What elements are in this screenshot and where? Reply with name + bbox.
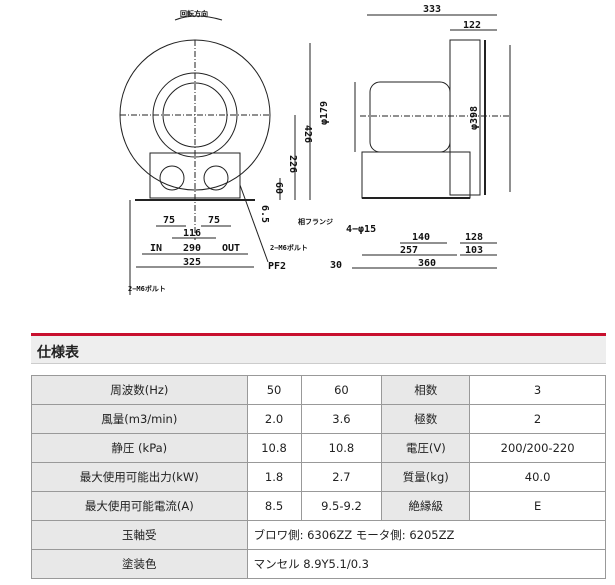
- out-label: OUT: [222, 243, 240, 254]
- dim-phi179: φ179: [319, 101, 330, 125]
- spec-cell-label2: 質量(kg): [381, 462, 471, 492]
- spec-cell-label: 最大使用可能電流(A): [31, 491, 248, 521]
- spec-cell-v60: 9.5-9.2: [300, 491, 383, 521]
- section-title: 仕様表: [37, 345, 79, 361]
- spec-cell-value2: 200/200-220: [469, 433, 606, 463]
- spec-cell-label2: 相数: [381, 375, 471, 405]
- in-label: IN: [150, 243, 162, 254]
- spec-cell-v60: 2.7: [300, 462, 383, 492]
- spec-cell-label: 静圧 (kPa): [31, 433, 248, 463]
- spec-cell-v60: 10.8: [300, 433, 383, 463]
- dim-333: 333: [423, 4, 441, 15]
- spec-cell-value2: 3: [469, 375, 606, 405]
- paint-value: マンセル 8.9Y5.1/0.3: [246, 549, 607, 579]
- spec-cell-v60: 3.6: [300, 404, 383, 434]
- spec-cell-value2: E: [469, 491, 606, 521]
- spec-cell-value2: 40.0: [469, 462, 606, 492]
- spec-cell-label2: 極数: [381, 404, 471, 434]
- dim-75-left: 75: [163, 215, 175, 226]
- dim-226: 226: [287, 155, 298, 173]
- spec-cell-v50: 8.5: [246, 491, 302, 521]
- spec-cell-v60: 60: [300, 375, 383, 405]
- bearing-label: 玉軸受: [31, 520, 248, 550]
- dim-phi398: φ398: [469, 106, 480, 130]
- spec-cell-label: 風量(m3/min): [31, 404, 248, 434]
- flange-label: 相フランジ: [298, 217, 333, 226]
- dim-122: 122: [463, 20, 481, 31]
- dim-128: 128: [465, 232, 483, 243]
- paint-label: 塗装色: [31, 549, 248, 579]
- spec-section-header: 仕様表: [31, 333, 606, 364]
- rotation-label: 回転方向: [180, 9, 208, 18]
- table-row-paint: 塗装色マンセル 8.9Y5.1/0.3: [31, 549, 607, 579]
- spec-cell-value2: 2: [469, 404, 606, 434]
- spec-cell-v50: 50: [246, 375, 302, 405]
- bearing-value: ブロワ側: 6306ZZ モータ側: 6205ZZ: [246, 520, 607, 550]
- table-row-bearing: 玉軸受ブロワ側: 6306ZZ モータ側: 6205ZZ: [31, 520, 607, 550]
- dim-290: 290: [183, 243, 201, 254]
- spec-cell-v50: 10.8: [246, 433, 302, 463]
- dim-6-5: 6.5: [259, 205, 270, 223]
- spec-cell-label: 最大使用可能出力(kW): [31, 462, 248, 492]
- spec-cell-label: 周波数(Hz): [31, 375, 248, 405]
- dim-325: 325: [183, 257, 201, 268]
- dim-60: 60: [273, 182, 284, 194]
- dim-116: 116: [183, 228, 201, 239]
- rotation-arrow: [174, 15, 223, 21]
- dim-426: 426: [302, 125, 313, 143]
- port-label: PF2: [268, 261, 286, 272]
- spec-cell-v50: 1.8: [246, 462, 302, 492]
- spec-cell-v50: 2.0: [246, 404, 302, 434]
- dim-75-right: 75: [208, 215, 220, 226]
- spec-cell-label2: 電圧(V): [381, 433, 471, 463]
- blower-dimension-drawing: 回転方向 426 226 60 6.5 75 75 116 IN 290 OUT…: [119, 4, 511, 295]
- dim-103: 103: [465, 245, 483, 256]
- dim-360: 360: [418, 258, 436, 269]
- bolt-label-right: 2−M6ボルト: [270, 243, 308, 252]
- hole-label: 4−φ15: [346, 224, 376, 235]
- spec-cell-label2: 絶縁級: [381, 491, 471, 521]
- dim-30: 30: [330, 260, 342, 271]
- dim-257: 257: [400, 245, 418, 256]
- bolt-label-left: 2−M6ボルト: [128, 284, 166, 293]
- dim-140: 140: [412, 232, 430, 243]
